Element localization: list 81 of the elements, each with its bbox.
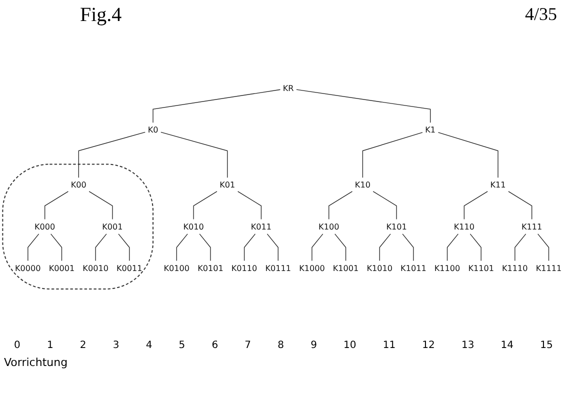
node-text: K1111 bbox=[536, 263, 562, 273]
node-text: K11 bbox=[490, 180, 506, 190]
connector bbox=[44, 191, 69, 220]
node-text: K0001 bbox=[48, 263, 75, 273]
device-number: 13 bbox=[461, 340, 474, 353]
node-text: K0110 bbox=[231, 263, 258, 273]
node-text: K0101 bbox=[198, 263, 224, 273]
device-number: 12 bbox=[422, 340, 435, 353]
device-number: 5 bbox=[178, 340, 186, 353]
connector bbox=[160, 132, 228, 178]
node-text: KR bbox=[282, 84, 294, 94]
connector bbox=[362, 132, 423, 178]
connector bbox=[118, 234, 130, 262]
page-number: 4/35 bbox=[524, 4, 557, 25]
node-text: K1000 bbox=[299, 263, 325, 273]
node-text: K111 bbox=[522, 222, 542, 232]
device-number: 7 bbox=[244, 340, 252, 353]
device-number: 4 bbox=[146, 340, 152, 353]
connector bbox=[438, 132, 498, 178]
device-number: 1 bbox=[46, 340, 54, 353]
connector bbox=[372, 191, 397, 220]
connector bbox=[328, 191, 353, 220]
connector bbox=[538, 234, 550, 262]
cluster bbox=[2, 164, 154, 290]
node-text: K0010 bbox=[82, 263, 108, 273]
node-text: K1100 bbox=[434, 263, 460, 273]
connector bbox=[312, 234, 324, 262]
node-text: K001 bbox=[102, 222, 123, 232]
node-text: K100 bbox=[318, 222, 340, 232]
node-text: K010 bbox=[183, 222, 204, 232]
connector bbox=[88, 191, 113, 220]
connector bbox=[266, 234, 278, 262]
node-text: K01 bbox=[220, 180, 236, 190]
connector bbox=[176, 234, 188, 262]
device-number: 0 bbox=[14, 340, 20, 353]
connector bbox=[446, 234, 458, 262]
device-number: 8 bbox=[278, 340, 284, 353]
node-text: K10 bbox=[354, 180, 370, 190]
connector bbox=[402, 234, 414, 262]
connector bbox=[464, 191, 488, 220]
node-text: K1010 bbox=[366, 263, 392, 273]
node-text: K0 bbox=[148, 125, 158, 135]
node-text: K1001 bbox=[332, 263, 359, 273]
device-number: 2 bbox=[80, 340, 86, 353]
node-text: K1101 bbox=[468, 263, 494, 273]
node-text: K1110 bbox=[502, 263, 528, 273]
connector bbox=[193, 191, 218, 220]
node-text: K0111 bbox=[265, 263, 292, 273]
connector bbox=[238, 191, 262, 220]
connector bbox=[50, 234, 62, 262]
connector bbox=[78, 132, 146, 178]
connector bbox=[379, 234, 391, 262]
connector bbox=[95, 234, 107, 262]
node-text: K0100 bbox=[164, 263, 190, 273]
device-number: 15 bbox=[540, 340, 553, 353]
connector bbox=[470, 234, 482, 262]
device-number: 6 bbox=[212, 340, 218, 353]
connector bbox=[296, 89, 431, 123]
device-number: 3 bbox=[112, 340, 120, 353]
node-text: K110 bbox=[454, 222, 474, 232]
device-number: 9 bbox=[310, 340, 317, 353]
axis-caption: Vorrichtung bbox=[4, 356, 68, 369]
connector bbox=[28, 234, 40, 262]
connector bbox=[244, 234, 256, 262]
node-text: K00 bbox=[70, 180, 86, 190]
node-text: K1011 bbox=[400, 263, 426, 273]
node-text: K0000 bbox=[15, 263, 41, 273]
device-number: 14 bbox=[500, 340, 514, 353]
node-text: K011 bbox=[250, 222, 272, 232]
connector bbox=[152, 89, 281, 123]
connector bbox=[514, 234, 526, 262]
device-number: 10 bbox=[344, 340, 356, 353]
connector bbox=[199, 234, 211, 262]
node-text: K0011 bbox=[116, 263, 142, 273]
node-text: K1 bbox=[425, 125, 436, 135]
node-text: K101 bbox=[386, 222, 407, 232]
connector bbox=[508, 191, 532, 220]
node-text: K000 bbox=[34, 222, 56, 232]
figure-title: Fig.4 bbox=[80, 4, 122, 27]
device-number: 11 bbox=[382, 340, 396, 353]
connector bbox=[334, 234, 346, 262]
